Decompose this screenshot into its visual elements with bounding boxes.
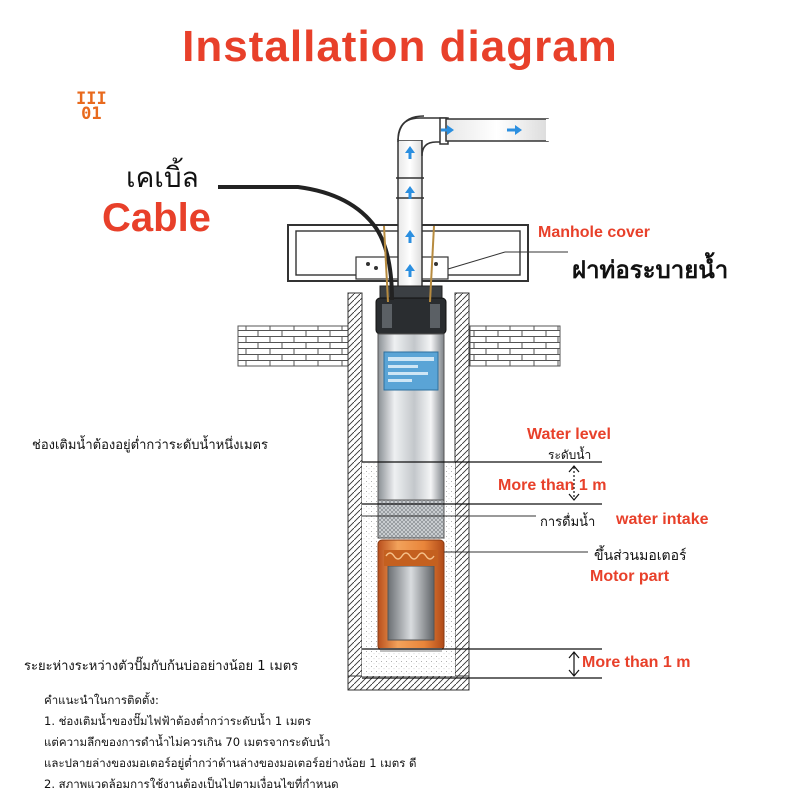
manhole-cover-label: Manhole cover [538, 224, 651, 241]
motor-part-label-thai: ขึ้นส่วนมอเตอร์ [594, 548, 687, 564]
notes-line: แต่ความลึกของการดำน้ำไม่ควรเกิน 70 เมตรจ… [44, 735, 331, 749]
notes-line: และปลายล่างของมอเตอร์อยู่ต่ำกว่าด้านล่าง… [44, 756, 417, 770]
badge-bottom: 01 [81, 104, 102, 124]
water-level-label: Water level [527, 426, 611, 443]
brick-wall-left [237, 325, 351, 367]
power-cable [218, 185, 394, 301]
flow-arrows [405, 125, 522, 277]
dimension-marker-bottom [568, 651, 580, 677]
motor-part-label: Motor part [590, 568, 670, 585]
notes-line: 1. ช่องเติมน้ำของปั๊มไฟฟ้าต้องต่ำกว่าระด… [44, 714, 312, 728]
arrow-icon [441, 125, 454, 135]
brick-wall-right [469, 325, 561, 367]
arrow-icon [405, 264, 415, 277]
cable-label: Cable [102, 196, 211, 240]
manhole-cover-label-thai: ฝาท่อระบายน้ำ [572, 256, 729, 284]
brand-badge-icon: III 01 [76, 89, 107, 124]
notes-line: 2. สภาพแวดล้อมการใช้งานต้องเป็นไปตามเงื่… [44, 777, 339, 791]
page-title: Installation diagram [182, 22, 618, 71]
pump-head [379, 285, 443, 299]
water-intake-label: water intake [616, 511, 709, 528]
water-intake-label-thai: การดื่มน้ำ [540, 515, 596, 530]
well-wall-left [347, 292, 363, 689]
depth-label-top: More than 1 m [498, 477, 607, 494]
bottom-distance-note: ระยะห่างระหว่างตัวปั๊มกับก้นบ่ออย่างน้อย… [24, 659, 299, 674]
arrow-icon [507, 125, 522, 135]
notes-heading: คำแนะนำในการติดตั้ง: [44, 693, 159, 707]
intake-screen [377, 499, 445, 539]
intake-depth-note: ช่องเติมน้ำต้องอยู่ต่ำกว่าระดับน้ำหนึ่งเ… [32, 438, 268, 453]
well-wall-right [454, 292, 470, 689]
arrow-icon [405, 186, 415, 199]
water-level-label-thai: ระดับน้ำ [548, 448, 592, 462]
arrow-icon [405, 146, 415, 159]
arrow-icon [405, 230, 415, 243]
cable-label-thai: เคเบิ้ล [126, 161, 199, 194]
horizontal-pipe [445, 118, 549, 142]
installation-notes: คำแนะนำในการติดตั้ง: 1. ช่องเติมน้ำของปั… [44, 690, 417, 795]
depth-label-bottom: More than 1 m [582, 654, 691, 671]
dimension-marker-top [568, 465, 580, 501]
badge-top: III [76, 89, 107, 109]
